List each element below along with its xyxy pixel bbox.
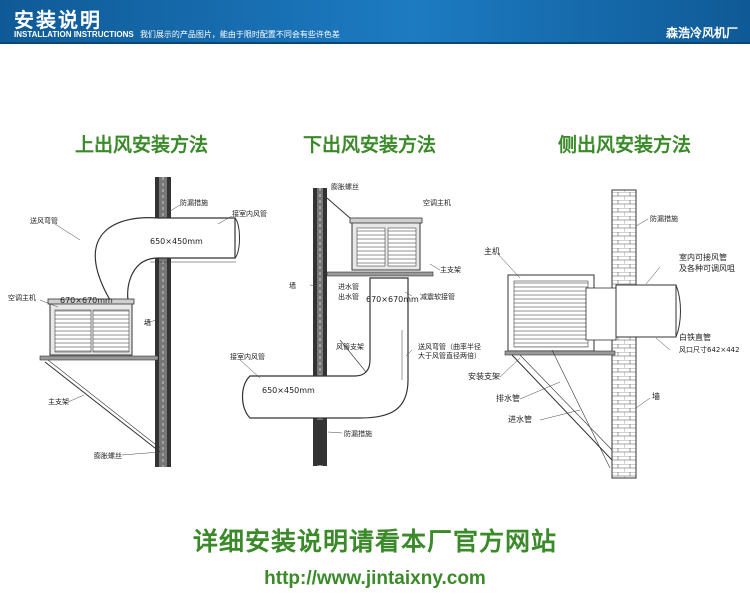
diagram-side-outlet <box>496 189 681 479</box>
label-s3-rain: 防漏措施 <box>650 214 678 223</box>
label-s1-rain: 防漏措施 <box>180 198 208 207</box>
diagram-top-outlet <box>39 177 240 467</box>
footer-headline: 详细安装说明请看本厂官方网站 <box>192 528 557 556</box>
label-s2-bracket: 主支架 <box>440 265 461 274</box>
label-s2-pipe-note: 大于风管直径两倍） <box>418 351 481 360</box>
label-s2-damper: 减震软接管 <box>420 292 455 301</box>
label-s1-bolt: 膨胀螺丝 <box>94 451 122 460</box>
label-s3-pipe-size: 风口尺寸642×442 <box>679 345 740 354</box>
label-s3-bracket: 安装支架 <box>468 371 500 381</box>
label-s2-indoor: 接室内风管 <box>230 352 265 361</box>
label-s3-indoor2: 及各种可调风咀 <box>679 263 735 273</box>
label-s2-inlet: 进水管 <box>338 282 359 291</box>
label-s3-inlet: 进水管 <box>508 414 532 424</box>
air-cooler-unit-top <box>47 298 135 356</box>
label-s1-bracket: 主支架 <box>48 397 69 406</box>
label-s2-pipe: 送风弯管（曲率半径 <box>418 342 481 351</box>
label-s2-outlet: 出水管 <box>338 292 359 301</box>
air-cooler-unit-side <box>507 274 617 352</box>
label-s3-drain: 排水管 <box>496 393 520 403</box>
label-s3-pipe: 白铁直管 <box>679 332 711 342</box>
label-s2-bolt: 膨胀螺丝 <box>331 182 359 191</box>
label-s1-duct-size: 650×450mm <box>150 237 203 246</box>
section-title-side-outlet: 侧出风安装方法 <box>558 135 692 156</box>
label-s1-indoor: 接室内风管 <box>232 209 267 218</box>
straight-duct <box>615 284 677 338</box>
diagram-bottom-outlet <box>239 188 441 466</box>
header-divider <box>0 42 750 44</box>
label-s2-duct-size: 650×450mm <box>262 386 315 395</box>
header-note: 我们展示的产品图片，能由于限时配置不同会有些许色差 <box>139 30 340 39</box>
header-brand: 森浩冷风机厂 <box>665 26 738 40</box>
header-bar: 安装说明 INSTALLATION INSTRUCTIONS 我们展示的产品图片… <box>0 0 750 42</box>
label-s1-wall: 墙 <box>144 318 151 327</box>
label-s2-unit: 空调主机 <box>423 198 451 207</box>
label-s2-unit-size: 670×670mm <box>366 295 419 304</box>
header-title: 安装说明 <box>14 10 102 32</box>
air-cooler-unit-bottom <box>349 217 423 271</box>
label-s3-unit: 主机 <box>484 246 500 256</box>
label-s1-unit-size: 670×670mm <box>60 296 113 305</box>
footer-url-link[interactable]: http://www.jintaixny.com <box>264 568 486 589</box>
supply-elbow-duct <box>94 217 236 301</box>
label-s2-duct-support: 风管支架 <box>336 342 364 351</box>
label-s3-wall: 墙 <box>652 391 660 401</box>
label-s2-rain: 防漏措施 <box>344 429 372 438</box>
label-s1-unit: 空调主机 <box>8 293 36 302</box>
header-subtitle: INSTALLATION INSTRUCTIONS 我们展示的产品图片，能由于限… <box>14 29 340 40</box>
label-s2-wall: 墙 <box>289 281 296 290</box>
label-s1-pipe: 送风弯管 <box>30 216 58 225</box>
label-s3-indoor: 室内可接风管 <box>679 252 727 262</box>
header-subtitle-en: INSTALLATION INSTRUCTIONS <box>14 30 134 39</box>
section-title-bottom-outlet: 下出风安装方法 <box>303 135 437 156</box>
supply-down-elbow-duct <box>241 277 409 419</box>
section-title-top-outlet: 上出风安装方法 <box>75 135 209 156</box>
